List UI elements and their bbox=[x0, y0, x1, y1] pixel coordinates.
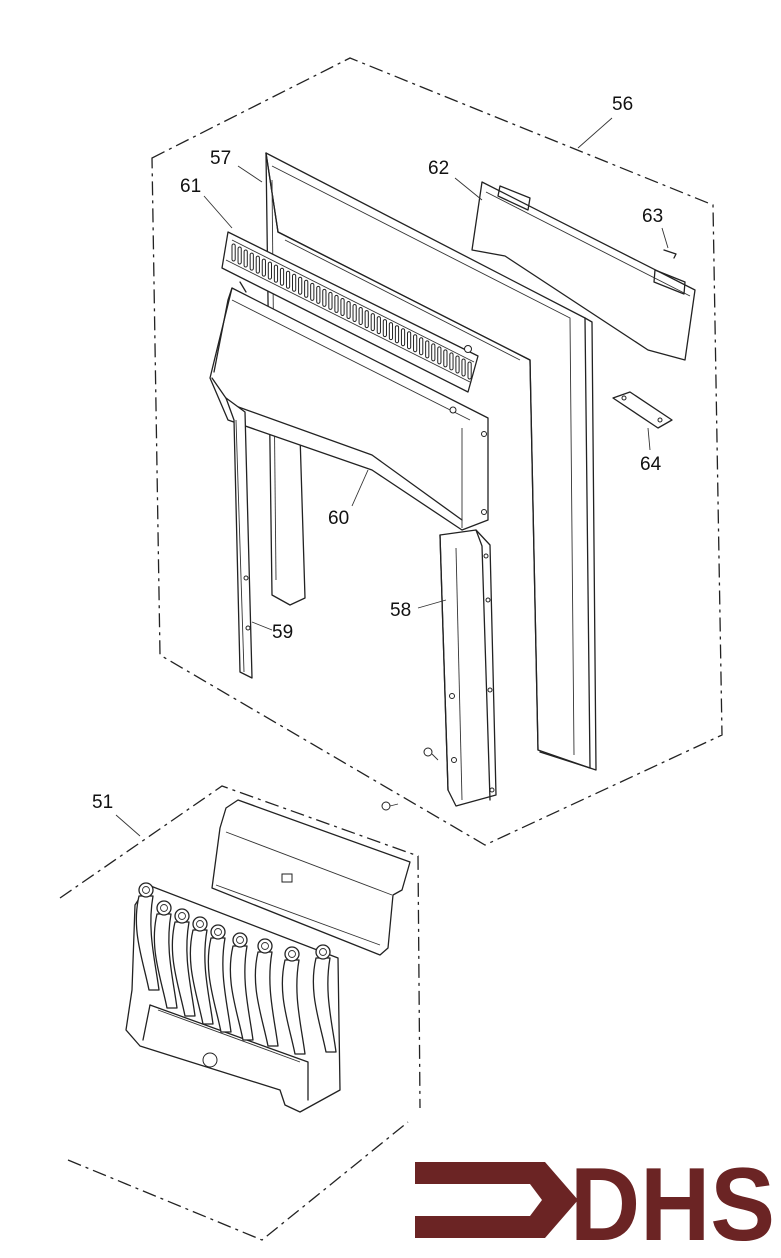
fuel-bed-51 bbox=[125, 799, 411, 1113]
part-label-58: 58 bbox=[390, 600, 411, 621]
grille-slot bbox=[364, 310, 369, 329]
grille-slot bbox=[310, 282, 315, 301]
logo-text: DHS bbox=[570, 1147, 775, 1258]
dhs-logo: DHS bbox=[415, 1147, 775, 1258]
fret-bar bbox=[153, 913, 178, 1009]
grille-slot bbox=[346, 300, 351, 319]
assembly-boundary-51-bottom bbox=[67, 1121, 409, 1241]
grille-slot bbox=[419, 337, 424, 356]
assembly-boundary-51 bbox=[59, 785, 421, 1109]
fret-knob-inner bbox=[261, 942, 269, 950]
fret-knob-inner bbox=[288, 950, 296, 958]
right-side-panel-58 bbox=[439, 529, 497, 807]
fret-knob-inner bbox=[214, 928, 222, 936]
fret-knob bbox=[315, 944, 331, 960]
grille-slot bbox=[370, 313, 375, 332]
grille-slot bbox=[231, 243, 236, 262]
grille-slot bbox=[413, 334, 418, 353]
fret-knob bbox=[257, 938, 273, 954]
surround-frame-57 bbox=[265, 152, 597, 771]
fret-bar bbox=[229, 945, 254, 1041]
part-label-57: 57 bbox=[210, 148, 231, 169]
fret-knob bbox=[138, 882, 154, 898]
grille-slot bbox=[279, 267, 285, 286]
grille-slot bbox=[376, 316, 381, 335]
fret-knob bbox=[232, 932, 248, 948]
fret-bar bbox=[254, 951, 279, 1047]
fret-knob bbox=[284, 946, 300, 962]
bracket-64 bbox=[612, 391, 673, 429]
part-label-60: 60 bbox=[328, 508, 349, 529]
grille-slot bbox=[237, 246, 242, 265]
assembly-boundary-56 bbox=[151, 57, 723, 846]
grille-slot bbox=[394, 325, 400, 344]
grille-slot bbox=[388, 322, 394, 341]
part-label-59: 59 bbox=[272, 622, 293, 643]
logo-arrow-icon bbox=[415, 1162, 578, 1238]
grille-slot bbox=[285, 270, 291, 289]
grille-slot bbox=[449, 352, 454, 371]
fret-knob bbox=[210, 924, 226, 940]
fret-knob bbox=[174, 908, 190, 924]
part-label-64: 64 bbox=[640, 454, 662, 475]
canopy-hood-60 bbox=[209, 281, 489, 531]
leader-lines bbox=[115, 117, 669, 837]
grille-slot bbox=[304, 279, 309, 298]
fret-knob-inner bbox=[196, 920, 204, 928]
grille-slot bbox=[334, 294, 339, 313]
grille-slot bbox=[340, 297, 345, 316]
grille-slot bbox=[273, 264, 279, 283]
fret-bar bbox=[312, 957, 337, 1053]
clip-63 bbox=[663, 249, 677, 259]
grille-slot bbox=[431, 343, 436, 362]
grille-slot bbox=[261, 258, 266, 277]
grille-slot bbox=[425, 340, 430, 359]
grille-slot bbox=[400, 328, 406, 347]
grille-slot bbox=[382, 319, 387, 338]
grille-slot bbox=[267, 261, 273, 280]
fret-bar bbox=[135, 895, 160, 991]
grille-slot bbox=[328, 291, 333, 310]
fret-knob bbox=[156, 900, 172, 916]
grille-slot bbox=[298, 276, 303, 295]
fret-knob-inner bbox=[160, 904, 168, 912]
grille-slot bbox=[243, 249, 248, 268]
part-label-62: 62 bbox=[428, 158, 449, 179]
grille-slot bbox=[322, 288, 327, 307]
fret-knob-inner bbox=[142, 886, 150, 894]
grille-slot bbox=[406, 331, 412, 350]
left-side-panel-59 bbox=[225, 397, 253, 679]
fret-bar bbox=[281, 959, 306, 1055]
fret-knob-inner bbox=[236, 936, 244, 944]
top-plate-62 bbox=[471, 181, 696, 361]
slotted-grille-61 bbox=[221, 231, 479, 393]
grille-slot bbox=[352, 304, 357, 323]
fret-knob-inner bbox=[319, 948, 327, 956]
fret-knob bbox=[192, 916, 208, 932]
grille-slot bbox=[443, 349, 448, 368]
grille-slot bbox=[316, 285, 321, 304]
fret-bar bbox=[207, 937, 232, 1033]
fret-knob-inner bbox=[178, 912, 186, 920]
grille-slot bbox=[255, 255, 260, 274]
grille-slot bbox=[467, 361, 472, 380]
part-label-51: 51 bbox=[92, 792, 113, 813]
grille-slot bbox=[461, 358, 466, 377]
part-label-56: 56 bbox=[612, 94, 633, 115]
fret-bar bbox=[189, 929, 214, 1025]
grille-slot bbox=[358, 307, 363, 326]
screw-icon bbox=[381, 747, 439, 811]
grille-slot bbox=[437, 346, 442, 365]
grille-slot bbox=[292, 273, 297, 292]
grille-slot bbox=[249, 252, 254, 271]
part-label-61: 61 bbox=[180, 176, 201, 197]
fret-bar bbox=[171, 921, 196, 1017]
grille-slot bbox=[455, 355, 460, 374]
part-label-63: 63 bbox=[642, 206, 663, 227]
